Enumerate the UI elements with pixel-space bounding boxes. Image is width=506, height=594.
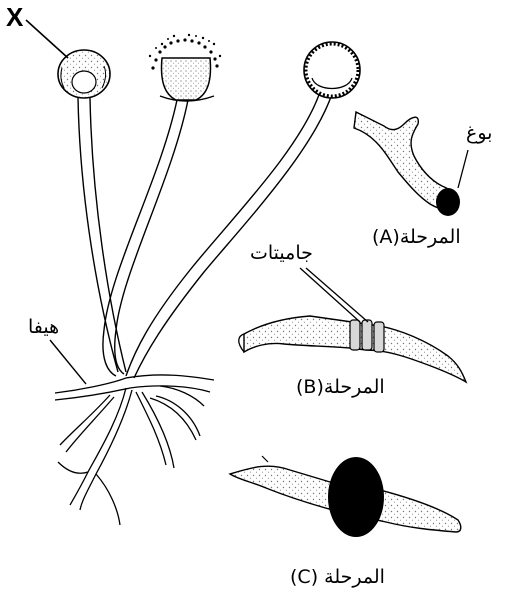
gametes-pointer-line <box>300 268 360 322</box>
x-pointer-line <box>26 20 68 58</box>
sporangium-bursting <box>149 34 221 101</box>
label-x: X <box>6 4 23 30</box>
label-gametes: جاميتات <box>250 244 313 263</box>
label-stage-a: المرحلة(A) <box>372 228 461 247</box>
stage-c-figure <box>230 456 461 537</box>
rhizoids <box>55 375 214 525</box>
sporangium-x <box>58 50 110 98</box>
label-stage-c: المرحلة (C) <box>290 568 385 587</box>
stage-a-figure <box>354 112 468 216</box>
spore-body <box>436 188 460 216</box>
zygospore-body <box>328 457 384 537</box>
gametes-bands <box>350 320 384 352</box>
stage-b-figure <box>239 268 466 382</box>
label-hypha: هيفا <box>28 318 59 337</box>
hypha-pointer-line <box>50 340 86 384</box>
spore-pointer-line <box>458 150 468 188</box>
label-stage-b: المرحلة(B) <box>296 378 385 397</box>
label-spore: بوغ <box>466 124 492 143</box>
sporangium-columella <box>304 42 360 98</box>
